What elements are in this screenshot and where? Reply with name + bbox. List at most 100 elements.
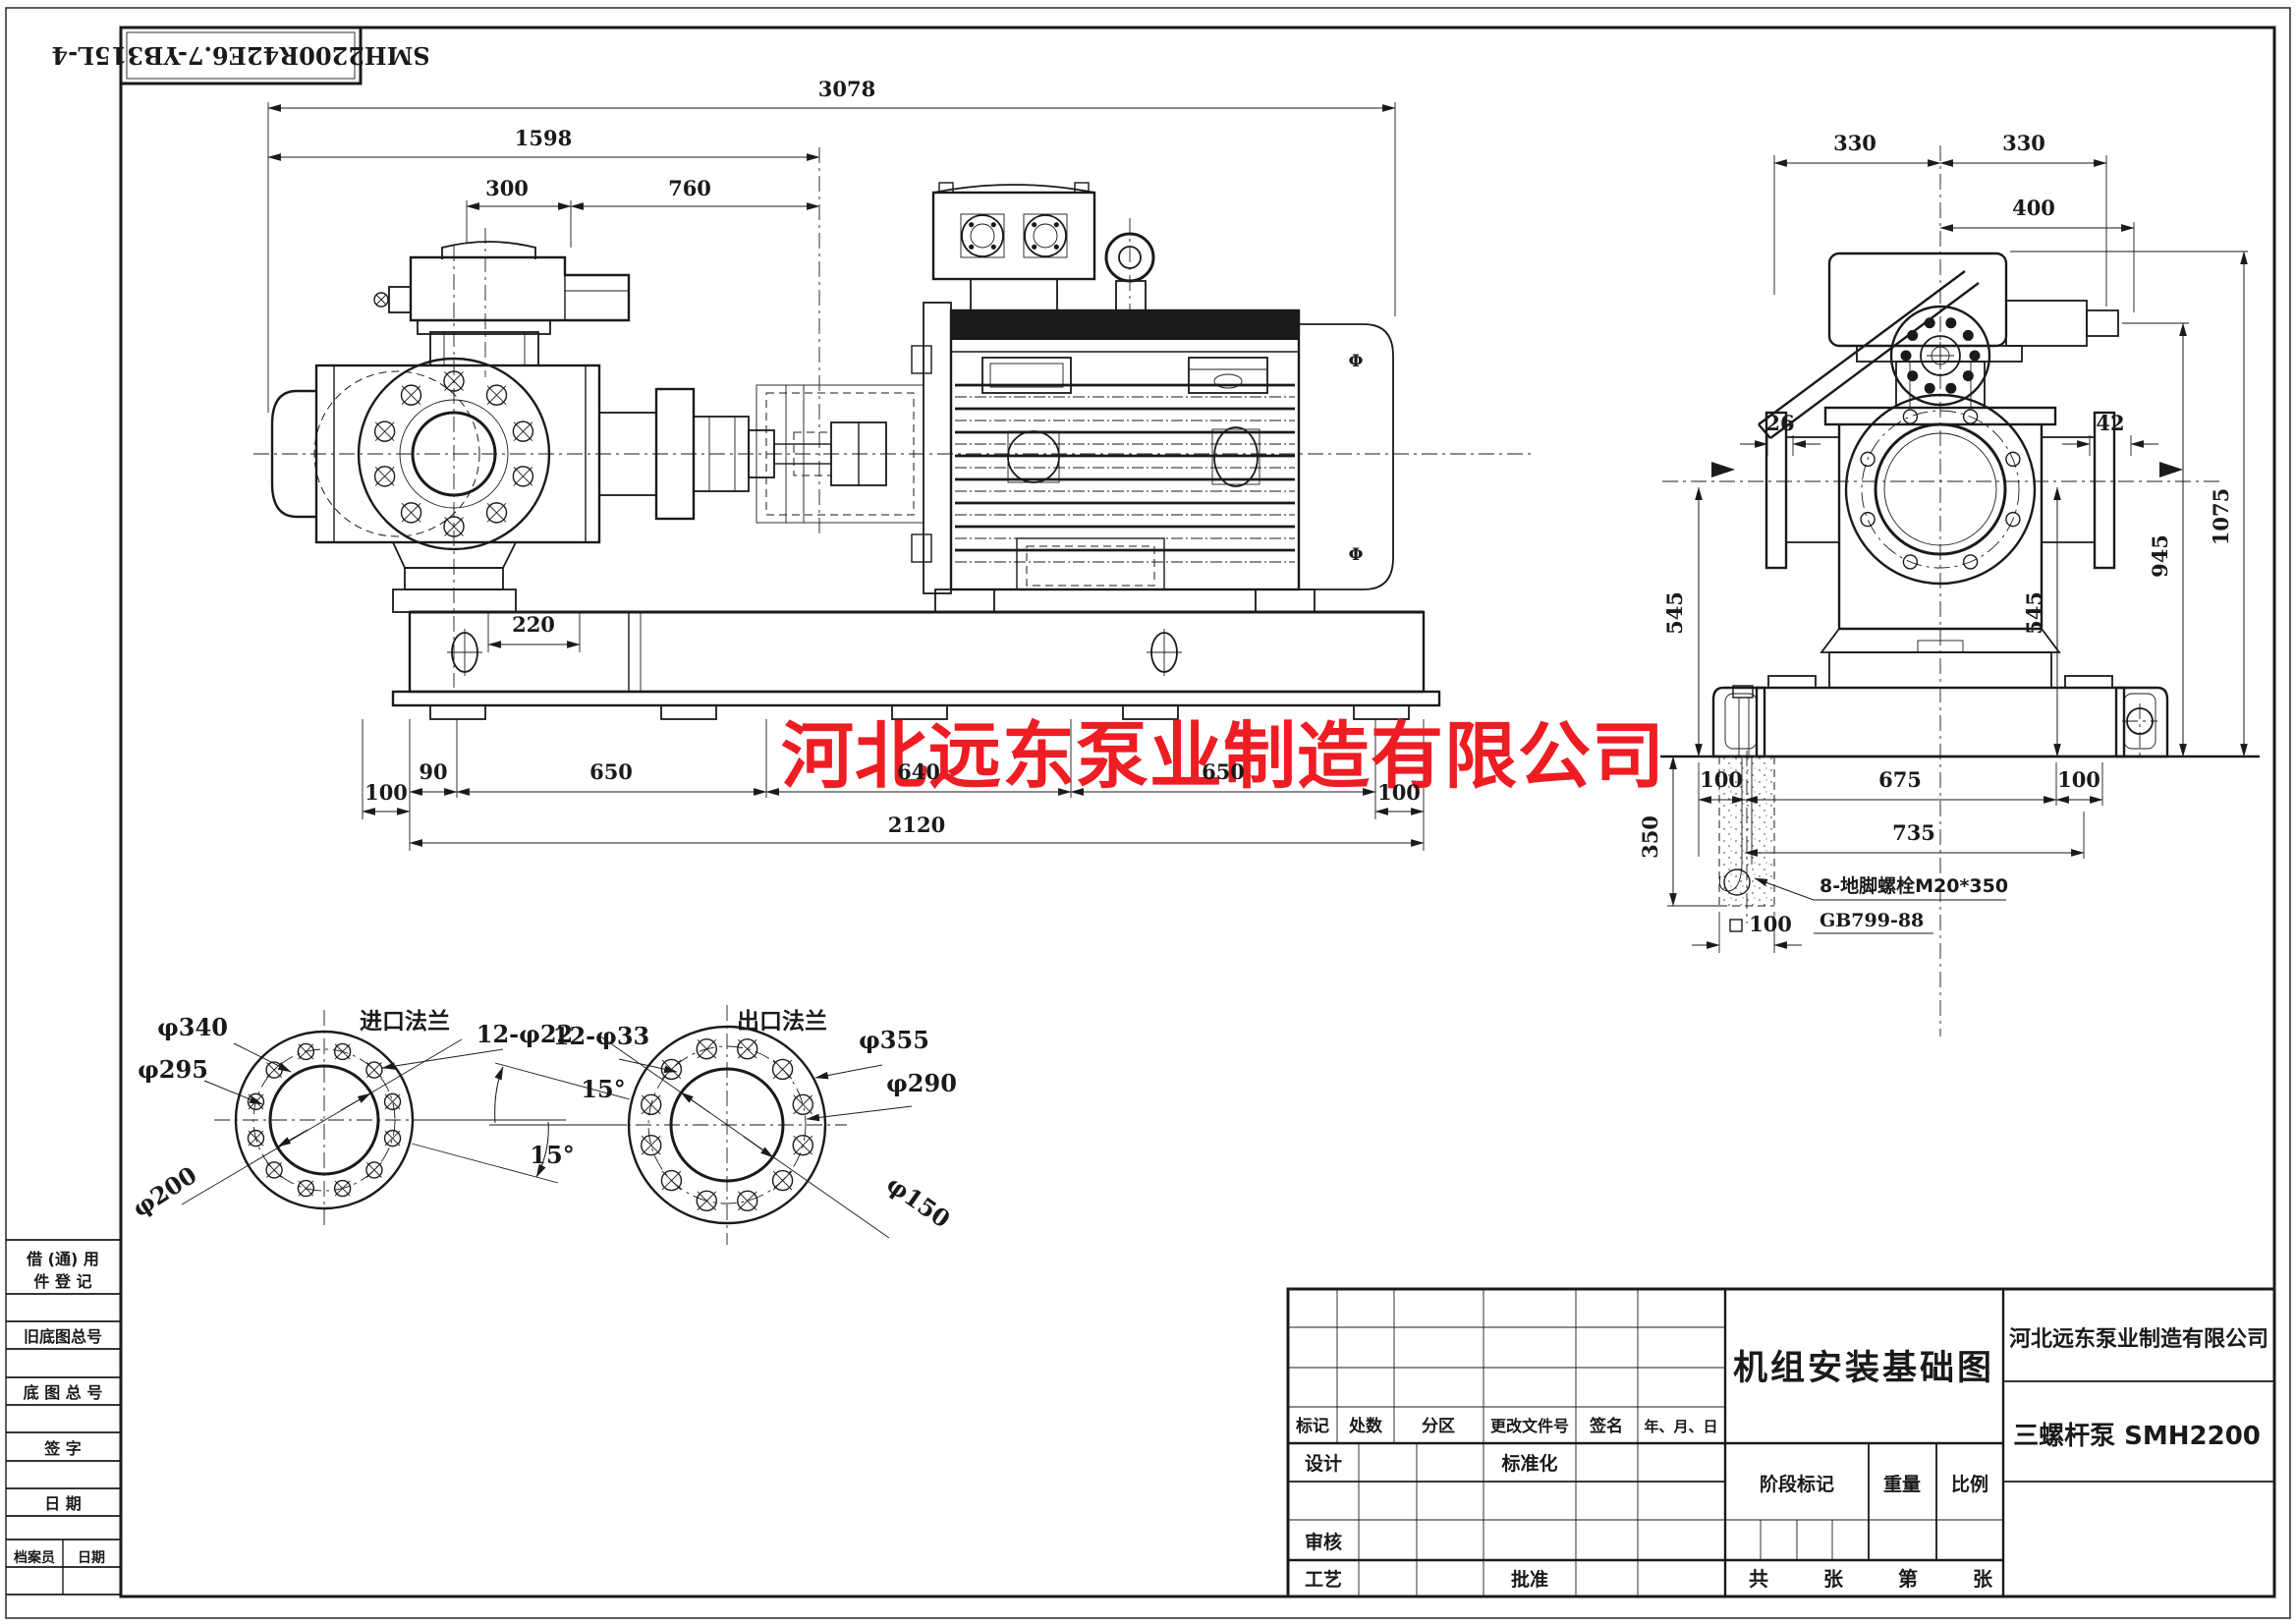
th-doc: 更改文件号 [1490,1417,1569,1435]
actuator [1758,252,2119,439]
bolt-hole-cross [444,371,464,391]
bolt-hole [990,244,996,250]
dim-label: 100 [2057,767,2100,792]
dim-label: 100 [1377,780,1421,805]
date-label: 日 期 [44,1494,82,1513]
dim-label: 1598 [515,126,572,150]
bolt-hole-cross [772,1059,793,1080]
bolt-hole [443,370,465,392]
bolt-hole-cross [793,1135,813,1155]
dim-label: φ295 [138,1055,208,1084]
bolt-hole-cross [401,503,421,523]
bolt-hole [1907,329,1919,341]
bolt-hole [297,1042,315,1061]
process-label: 工艺 [1305,1569,1342,1591]
bolt-hole [1902,409,1919,424]
dim-label: 545 [1662,591,1687,635]
bolt-hole [400,384,422,406]
bolt-hole [333,1042,352,1061]
bolt-hole-cross [697,1038,717,1059]
foundation [1660,751,2260,934]
bolt-hole [1969,350,1981,362]
bolt-hole [512,420,534,442]
bolt-hole [373,466,396,487]
end-view-dimensions [1667,155,2248,953]
dim-label: 650 [589,759,633,784]
bolt-hole [373,420,396,442]
bolt-hole [1962,370,1974,382]
bolt-hole [1032,244,1037,250]
border-frame [5,7,2291,1619]
dim-label: Φ [1349,352,1364,371]
sheet-word-2: 张 [1823,1567,1844,1591]
th-count: 处数 [1348,1416,1383,1436]
dim-label: 15° [530,1141,574,1169]
dim-label: 42 [2096,411,2124,435]
bolt-hole [265,1161,283,1179]
bolt-hole [247,1129,265,1148]
bolt-hole [1032,222,1037,228]
product-name: 三螺杆泵 SMH2200 [2013,1422,2261,1451]
bolt-hole [400,502,422,524]
bolt-hole [247,1092,265,1111]
dim-label: 2120 [888,812,945,837]
bolt-hole [1924,317,1935,329]
bolt-hole [792,1135,813,1156]
bolt-hole-cross [266,1161,283,1178]
bolt-hole [737,1038,758,1060]
dim-label: 26 [1765,411,1794,435]
bolt-hole-cross [384,1093,401,1110]
sign-label: 签 字 [43,1439,82,1458]
bolt-hole [660,1058,683,1081]
dim-label: φ290 [886,1069,957,1097]
bolt-hole [1924,382,1935,394]
bolt-hole [443,516,465,537]
main-view-dimensions [267,102,1425,851]
bolt-hole [383,1129,402,1148]
bolt-hole [485,384,508,406]
borrow-label-1: 借 (通) 用 [26,1250,99,1268]
motor-fins [955,383,1295,563]
bolt-hole [771,1058,794,1081]
dim-label: GB799-88 [1820,910,1924,931]
inlet-flange-detail [181,1010,566,1230]
bolt-hole-cross [334,1180,351,1197]
bolt-hole [1900,350,1912,362]
pump-side [270,241,832,613]
weight-label: 重量 [1883,1474,1921,1495]
bolt-hole-cross [248,1130,264,1147]
sheet-word-4: 张 [1973,1567,1993,1591]
drawing-title: 机组安装基础图 [1733,1349,1994,1388]
bolt-hole [297,1179,315,1198]
dim-label: φ355 [859,1026,929,1054]
dim-label: 100 [364,780,408,805]
dim-label: 640 [897,759,940,784]
th-zone: 分区 [1422,1417,1455,1436]
base-label: 底 图 总 号 [24,1383,103,1402]
dim-label: 400 [2012,196,2055,220]
bolt-hole [1053,222,1059,228]
bolt-hole [990,222,996,228]
th-ymd: 年、月、日 [1644,1418,1717,1435]
standardize-label: 标准化 [1501,1452,1557,1475]
borrow-label-2: 件 登 记 [33,1272,91,1291]
bolt-hole-cross [401,385,421,405]
bolt-hole-cross [486,503,507,523]
coupling-guard [756,384,924,524]
bolt-hole [333,1179,352,1198]
pump-end [1711,393,2183,758]
th-mark: 标记 [1296,1416,1329,1436]
bolt-hole [265,1061,283,1079]
bolt-hole-cross [737,1038,757,1059]
dim-label: 12-φ22 [476,1020,573,1048]
bolt-hole-cross [374,421,395,441]
end-view [1660,145,2260,1036]
bolt-hole-cross [365,1161,382,1178]
dim-label: 100 [1749,912,1792,936]
bolt-hole [2005,451,2021,468]
dim-label: 545 [2022,591,2046,635]
bolt-hole-cross [641,1094,661,1115]
bolt-hole-cross [772,1170,793,1191]
part-number-box: SMH2200R42E6.7-YB315L-4 [51,26,430,85]
